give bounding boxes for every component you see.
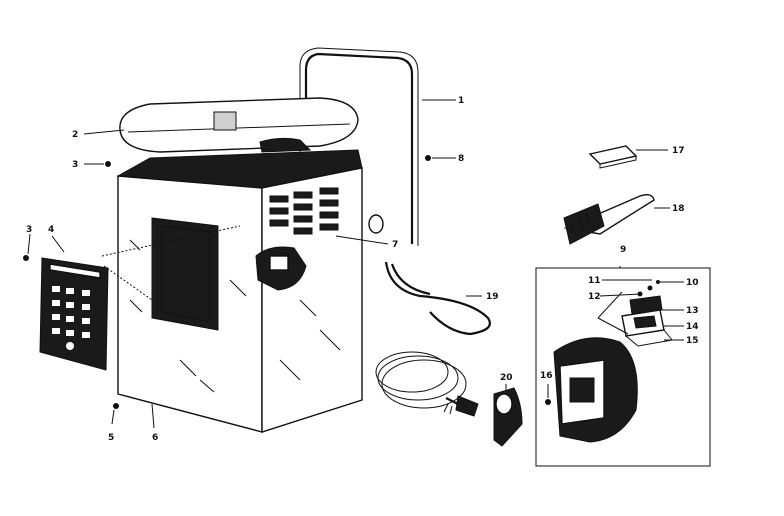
cabinet-part-6 bbox=[116, 149, 384, 433]
callout-10: 10 bbox=[686, 278, 699, 288]
callout-13: 13 bbox=[686, 306, 699, 316]
callout-6: 6 bbox=[152, 433, 158, 443]
helmet-kit-box-part-9 bbox=[535, 267, 711, 467]
callout-16: 16 bbox=[540, 371, 553, 381]
callout-12: 12 bbox=[588, 292, 601, 302]
callout-18: 18 bbox=[672, 204, 685, 214]
callout-3: 3 bbox=[72, 160, 78, 170]
callout-19: 19 bbox=[486, 292, 499, 302]
front-plate-part-4 bbox=[39, 257, 109, 371]
brush-part-18 bbox=[563, 193, 655, 245]
part-17-block bbox=[588, 145, 638, 169]
callout-15: 15 bbox=[686, 336, 699, 346]
top-cover-part-2 bbox=[119, 97, 359, 153]
plug-adapter-part-20 bbox=[493, 387, 523, 447]
callout-3b: 3 bbox=[26, 225, 32, 235]
callout-20: 20 bbox=[500, 373, 513, 383]
cable-part-19 bbox=[375, 261, 491, 417]
handle-part-1 bbox=[299, 47, 419, 246]
callout-17: 17 bbox=[672, 146, 685, 156]
callout-9: 9 bbox=[620, 245, 626, 255]
vent-slots bbox=[269, 187, 339, 235]
callout-2: 2 bbox=[72, 130, 78, 140]
callout-8: 8 bbox=[458, 154, 464, 164]
callout-labels: 1 2 3 3 4 5 6 7 8 9 10 11 12 13 14 15 16… bbox=[26, 96, 699, 443]
callout-11: 11 bbox=[588, 276, 601, 286]
leader-lines bbox=[27, 99, 684, 429]
callout-14: 14 bbox=[686, 322, 699, 332]
callout-7: 7 bbox=[392, 240, 398, 250]
screw-parts bbox=[23, 155, 431, 409]
callout-5: 5 bbox=[108, 433, 114, 443]
selector-knob-part-7 bbox=[255, 246, 307, 291]
callout-1: 1 bbox=[458, 96, 464, 106]
callout-4: 4 bbox=[48, 225, 54, 235]
